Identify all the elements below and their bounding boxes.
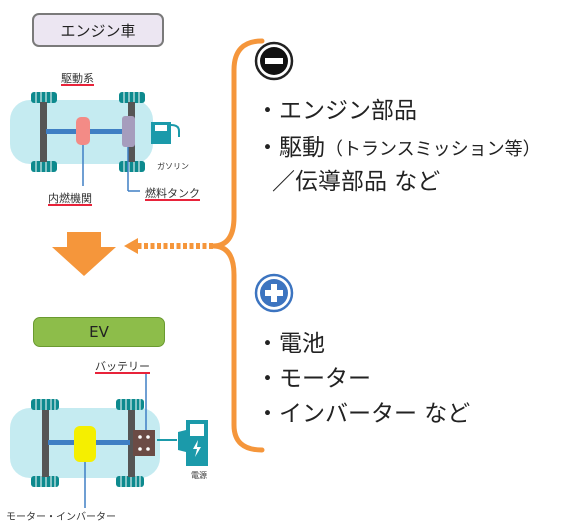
dotted-arrow-icon: [124, 238, 213, 254]
battery-label: バッテリー: [95, 360, 150, 373]
plus-circle-icon: [254, 273, 294, 313]
drivetrain-label: 駆動系: [61, 72, 94, 85]
fuel-label: ガソリン: [157, 162, 189, 171]
ev-title-text: EV: [89, 323, 109, 341]
ev-car-illustration: [10, 372, 208, 508]
minus-circle-icon: [254, 41, 294, 81]
engine-car-illustration: [10, 92, 180, 192]
minus-item-transmission-parts: ／伝導部品 など: [272, 169, 441, 195]
engine-part: [76, 117, 90, 145]
plus-item-inverter: ・インバーター など: [256, 401, 471, 427]
ev-title: EV: [33, 317, 165, 347]
fuel-tank-label: 燃料タンク: [145, 187, 200, 200]
charger-icon: [157, 420, 208, 466]
engine-car-title-text: エンジン車: [60, 21, 136, 40]
engine-label: 内燃機関: [48, 192, 92, 205]
minus-item-drive: ・駆動（トランスミッション等）: [256, 134, 541, 164]
plus-item-motor: ・モーター: [256, 366, 371, 392]
motor-inverter-part: [74, 426, 96, 462]
engine-car-title: エンジン車: [32, 13, 164, 47]
down-arrow-icon: [52, 232, 116, 276]
motor-inverter-label: モーター・インバーター: [6, 512, 116, 523]
power-label: 電源: [191, 471, 207, 480]
bracket: [212, 38, 265, 453]
plus-item-battery: ・電池: [256, 331, 325, 357]
minus-item-drive-text: ・駆動: [256, 135, 325, 161]
minus-item-drive-note: （トランスミッション等）: [325, 139, 541, 160]
battery-part: [133, 430, 155, 456]
minus-item-engine-parts: ・エンジン部品: [256, 98, 417, 124]
